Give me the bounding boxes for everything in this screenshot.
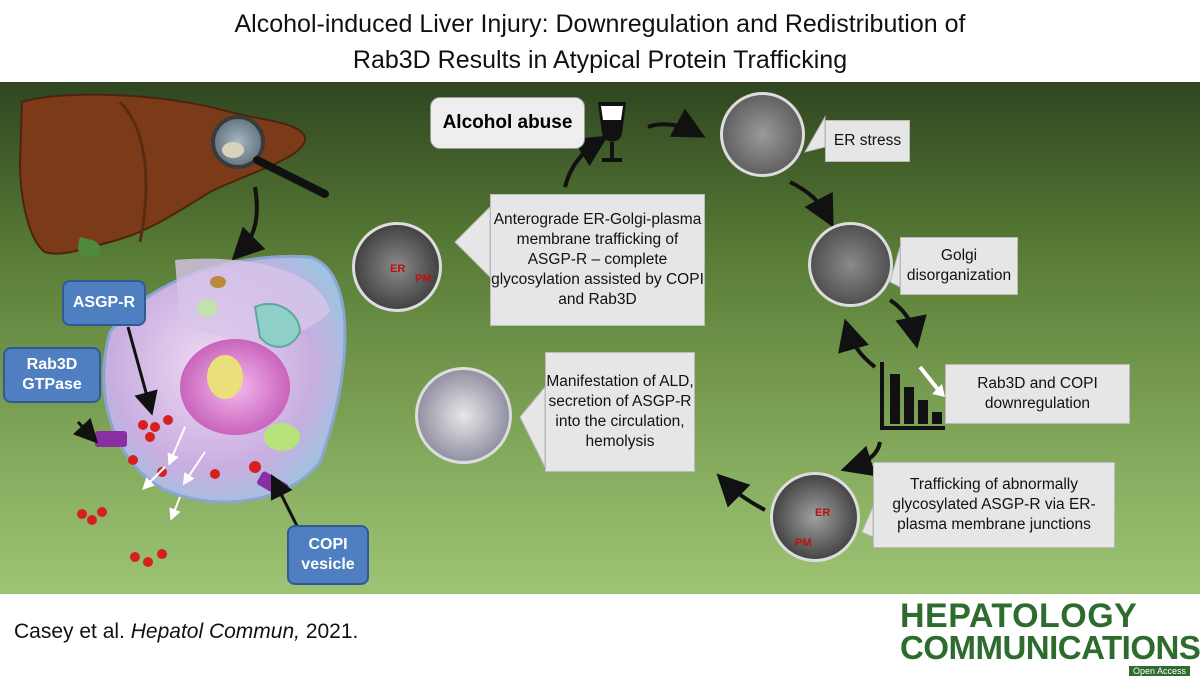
golgi-micrograph (808, 222, 893, 307)
vesicle-cluster (77, 415, 261, 567)
label-pointers (72, 326, 302, 533)
pm-tag-2: PM (795, 537, 812, 549)
flow-arrows (563, 108, 927, 512)
rab3d-gtpase-icon (95, 431, 127, 447)
citation-journal: Hepatol Commun, (130, 620, 300, 643)
ald-micrograph (415, 367, 512, 464)
callout-pointers (454, 115, 901, 538)
title-line-1: Alcohol-induced Liver Injury: Downregula… (234, 10, 966, 38)
logo-line-2: COMMUNICATIONS (900, 629, 1200, 666)
er-stress-micrograph (720, 92, 805, 177)
title-line-2: Rab3D Results in Atypical Protein Traffi… (352, 46, 848, 74)
er-tag-1: ER (390, 263, 406, 275)
asgpr-label: ASGP-R (62, 280, 146, 326)
alcohol-abuse-box: Alcohol abuse (430, 97, 585, 149)
bar-chart-down-icon (880, 362, 945, 430)
golgi-disorganization-callout: Golgi disorganization (900, 237, 1018, 295)
graphic-panel: ER PM ER PM ASGP-R Rab3D GTPase COPI ves… (0, 82, 1200, 594)
copi-vesicle-label: COPI vesicle (287, 525, 369, 585)
er-tag-2: ER (815, 507, 831, 519)
citation-year: 2021. (305, 620, 359, 643)
open-access-tag: Open Access (1128, 666, 1190, 676)
cell-icon (102, 254, 347, 504)
journal-logo: HEPATOLOGY COMMUNICATIONS Open Access (900, 597, 1200, 676)
cell-internal-arrows (142, 426, 206, 521)
liver-to-cell-arrow (231, 186, 266, 261)
pm-tag-1: PM (415, 273, 432, 285)
er-stress-callout: ER stress (825, 120, 910, 162)
illustration-layer (18, 93, 945, 567)
anterograde-callout: Anterograde ER-Golgi-plasma membrane tra… (490, 194, 705, 326)
figure-title: Alcohol-induced Liver Injury: Downregula… (0, 6, 1200, 78)
citation-authors: Casey et al. (14, 620, 125, 643)
liver-icon (18, 93, 307, 258)
anterograde-micrograph: ER PM (352, 222, 442, 312)
rab3d-gtpase-label: Rab3D GTPase (3, 347, 101, 403)
manifestation-callout: Manifestation of ALD, secretion of ASGP-… (545, 352, 695, 472)
citation: Casey et al. Hepatol Commun, 2021. (14, 620, 358, 644)
magnifier-icon (211, 115, 329, 198)
abnormal-trafficking-callout: Trafficking of abnormally glycosylated A… (873, 462, 1115, 548)
logo-line-1: HEPATOLOGY (900, 597, 1138, 635)
wine-glass-icon (598, 102, 626, 162)
downregulation-callout: Rab3D and COPI downregulation (945, 364, 1130, 424)
er-pm-junction-micrograph: ER PM (770, 472, 860, 562)
